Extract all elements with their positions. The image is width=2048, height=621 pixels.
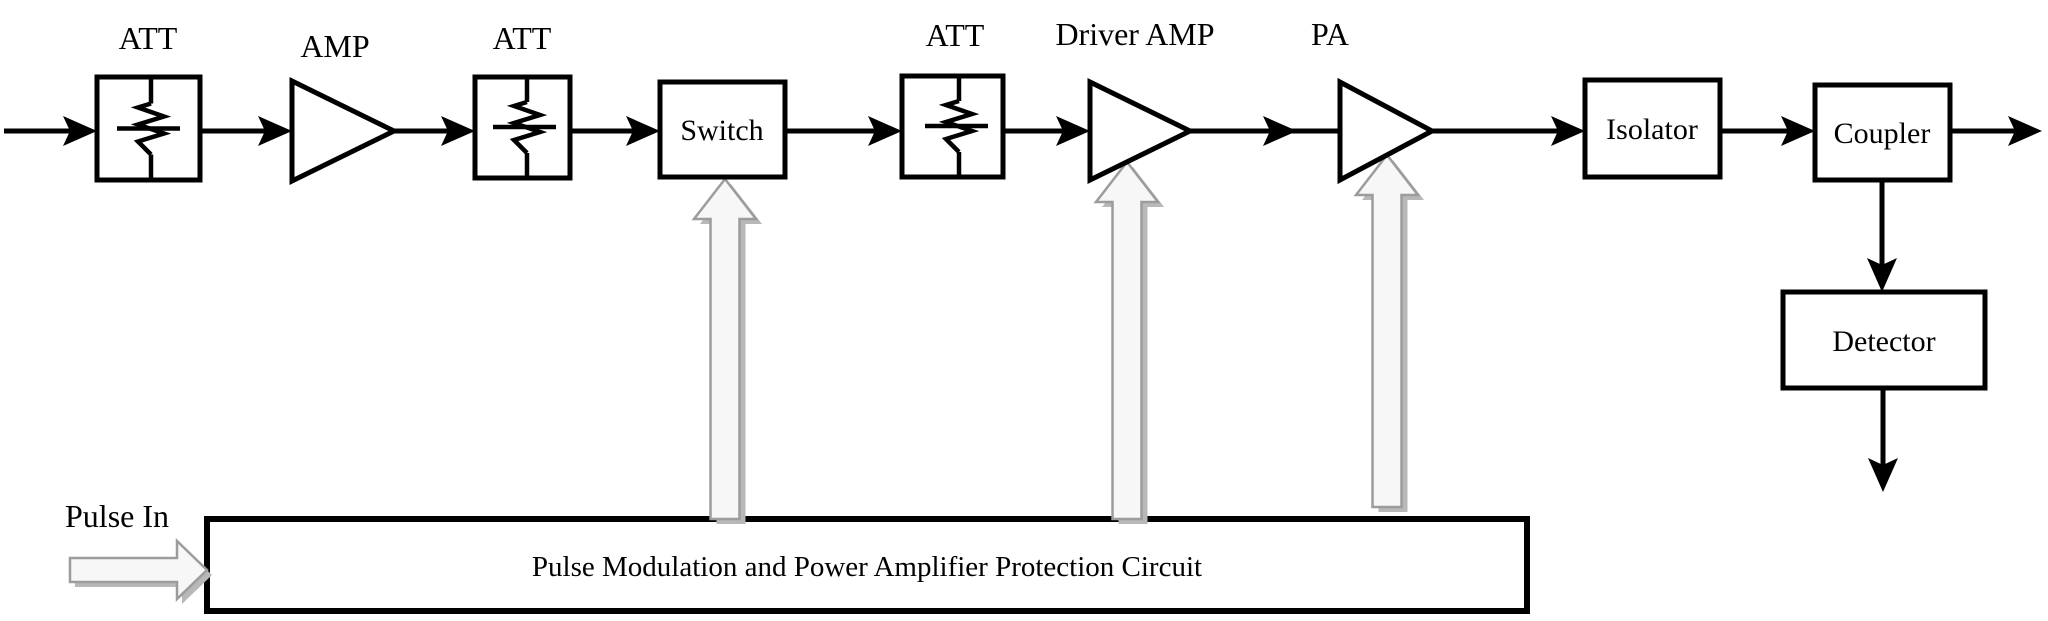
arrowhead-driver-icon — [1056, 116, 1090, 146]
driver-amp-label: Driver AMP — [1055, 16, 1214, 52]
arrowhead-att3-icon — [868, 116, 902, 146]
coupler-block: Coupler — [1812, 82, 1953, 183]
signal-path — [4, 116, 2042, 492]
control-box-rect — [204, 516, 1530, 614]
att3-label: ATT — [926, 17, 985, 53]
pa-control-arrow-icon — [1353, 152, 1421, 509]
switch-block: Switch — [657, 79, 788, 180]
pa-triangle-icon — [1337, 77, 1438, 185]
att2-label: ATT — [493, 20, 552, 56]
control-box-label: Pulse Modulation and Power Amplifier Pro… — [532, 551, 1202, 583]
arrowhead-amp-icon — [258, 116, 292, 146]
detector-label: Detector — [1832, 325, 1935, 358]
arrowhead-switch-icon — [626, 116, 660, 146]
att2-block: ATT — [472, 20, 573, 181]
isolator-label: Isolator — [1606, 113, 1698, 146]
driver-amp-triangle-icon — [1087, 77, 1196, 185]
switch-box — [657, 79, 788, 180]
driver-control-arrow-icon — [1093, 159, 1161, 521]
detector-output-arrowhead-icon — [1868, 458, 1898, 492]
detector-block: Detector — [1780, 289, 1988, 391]
control-arrows — [68, 152, 1424, 604]
switch-control-arrow-icon — [691, 176, 759, 521]
detector-box — [1780, 289, 1988, 391]
arrowhead-pa-icon — [1263, 116, 1297, 146]
coupler-label: Coupler — [1834, 117, 1931, 150]
driver-amp-block: Driver AMP — [1055, 16, 1215, 185]
control-box: Pulse Modulation and Power Amplifier Pro… — [204, 516, 1530, 614]
arrowhead-coupler-icon — [1781, 116, 1815, 146]
output-arrowhead-icon — [2008, 116, 2042, 146]
input-arrowhead-icon — [63, 116, 97, 146]
amp-triangle-icon — [289, 76, 400, 186]
pa-label: PA — [1311, 16, 1349, 52]
arrowhead-att2-icon — [441, 116, 475, 146]
coupler-box — [1812, 82, 1953, 183]
pa-block: PA — [1311, 16, 1438, 185]
amp-label: AMP — [300, 28, 369, 64]
isolator-block: Isolator — [1582, 77, 1723, 180]
pulse-in-arrow-icon — [68, 538, 209, 602]
att1-label: ATT — [119, 20, 178, 56]
isolator-box — [1582, 77, 1723, 180]
amp-block: AMP — [289, 28, 400, 186]
arrowhead-detector-icon — [1867, 258, 1897, 292]
att3-block: ATT — [899, 17, 1006, 180]
pulse-in-label: Pulse In — [65, 498, 169, 534]
switch-label: Switch — [680, 114, 763, 147]
att1-block: ATT — [94, 20, 203, 183]
arrowhead-isolator-icon — [1551, 116, 1585, 146]
